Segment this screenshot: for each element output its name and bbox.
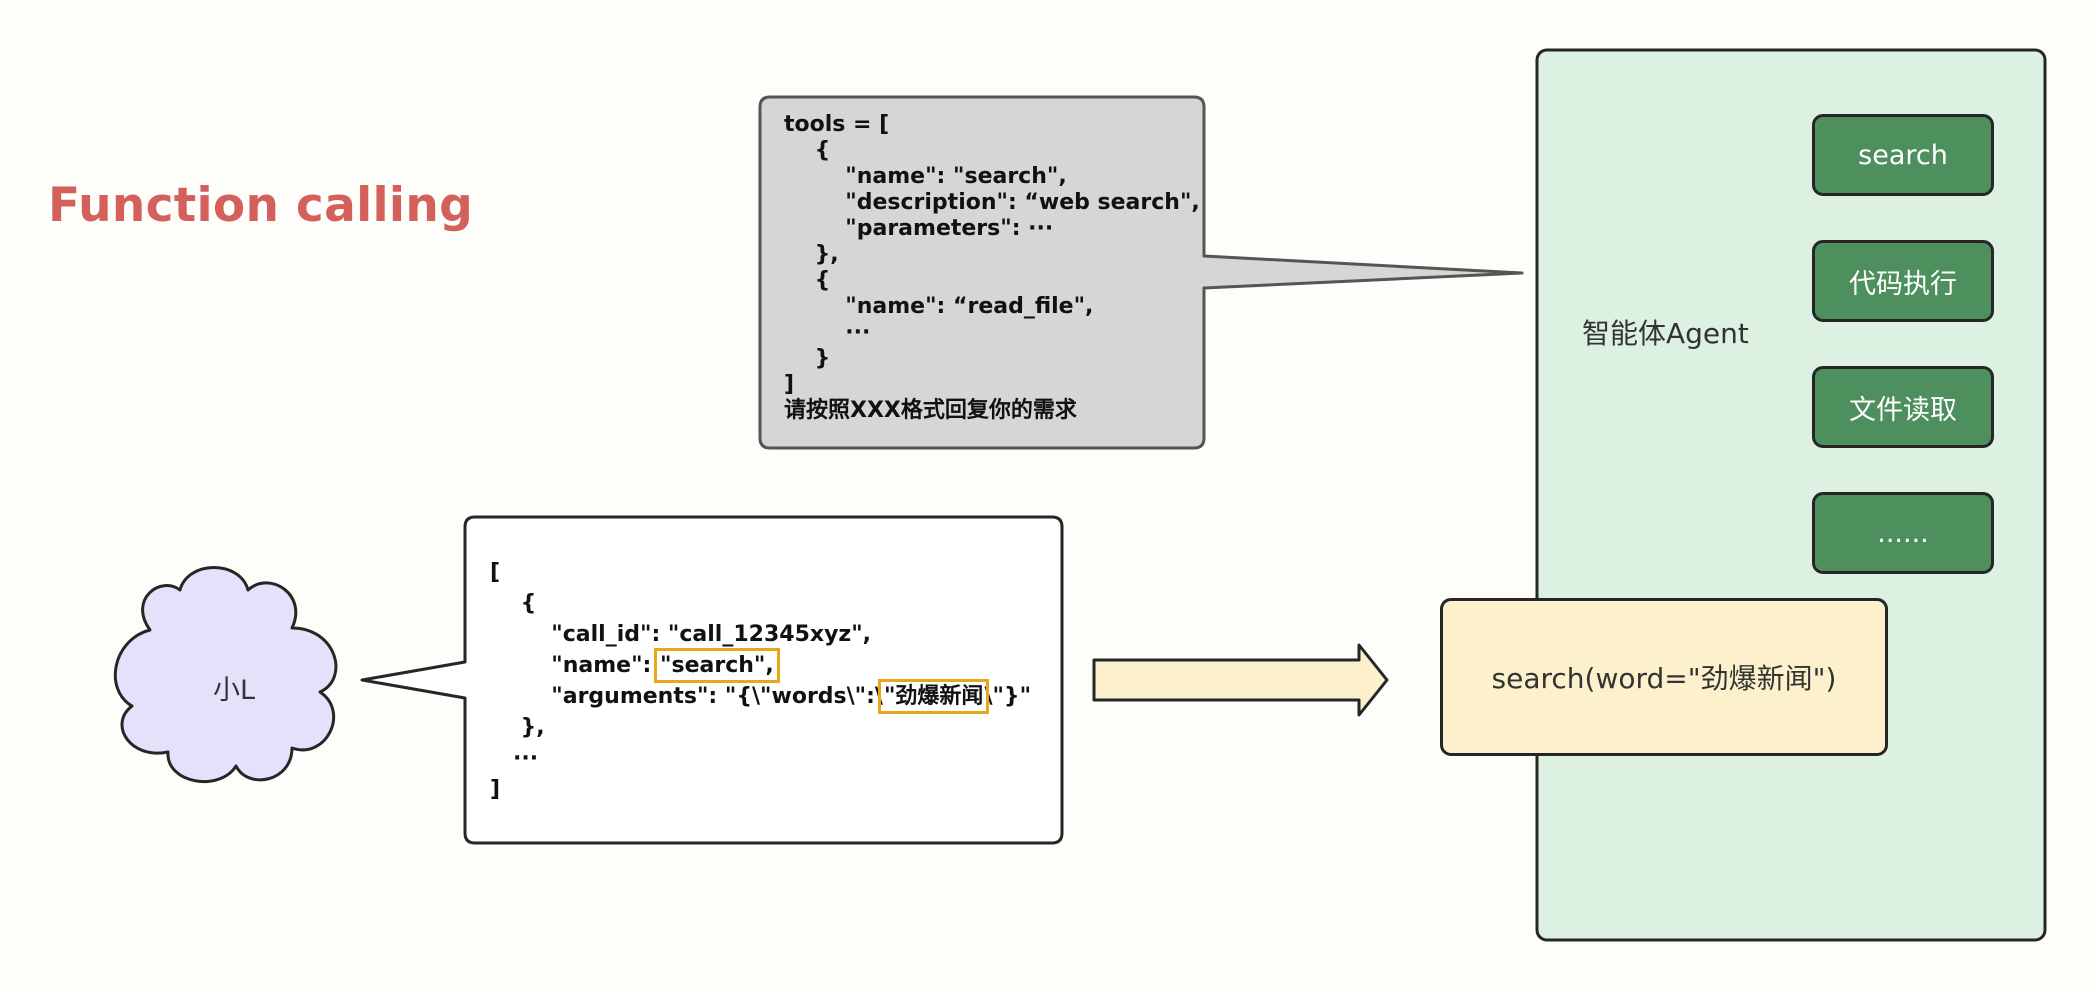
args-suffix: \"}" [984, 684, 1032, 709]
name-key: "name": [490, 653, 660, 678]
code-line: }, [784, 242, 839, 267]
call-json-code: [ { "call_id": "call_12345xyz", "name": … [490, 557, 1031, 805]
code-line: "parameters": ··· [784, 216, 1054, 241]
name-value-highlight: "search", [654, 648, 780, 683]
code-line: "name": "search", [490, 648, 1031, 683]
code-line: [ [490, 560, 501, 585]
tool-button-search[interactable]: search [1812, 114, 1994, 196]
user-name: 小L [213, 675, 256, 706]
tools-prompt-bubble [758, 95, 1524, 450]
user-cloud [113, 566, 338, 783]
code-line: "call_id": "call_12345xyz", [490, 622, 872, 647]
args-prefix: "arguments": "{\"words\":\ [490, 684, 883, 709]
tool-button-file-read[interactable]: 文件读取 [1812, 366, 1994, 448]
code-line: "name": “read_file", [784, 294, 1094, 319]
code-line: ] [784, 372, 795, 397]
code-line: ··· [784, 320, 871, 345]
code-line: { [784, 268, 831, 293]
code-line: tools = [ [784, 112, 890, 137]
code-line: "arguments": "{\"words\":\"劲爆新闻\"}" [490, 679, 1032, 714]
code-line: } [784, 346, 831, 371]
code-line: }, [490, 715, 545, 740]
function-call-box: search(word="劲爆新闻") [1440, 598, 1888, 756]
call-json-bubble [360, 515, 1064, 845]
code-line: "name": "search", [784, 164, 1067, 189]
tool-button-code-exec[interactable]: 代码执行 [1812, 240, 1994, 322]
code-line: { [784, 138, 831, 163]
tool-button-more[interactable]: ...... [1812, 492, 1994, 574]
agent-label: 智能体Agent [1582, 317, 1749, 350]
code-line: ] [490, 777, 501, 802]
flow-arrow [1092, 643, 1389, 717]
args-value-highlight: "劲爆新闻 [877, 679, 990, 714]
instruction-line: 请按照XXX格式回复你的需求 [784, 398, 1077, 423]
tools-prompt-code: tools = [ { "name": "search", "descripti… [784, 112, 1200, 424]
page-title: Function calling [48, 178, 474, 233]
code-line: { [490, 591, 537, 616]
code-line: ··· [490, 746, 539, 771]
code-line: "description": “web search", [784, 190, 1200, 215]
